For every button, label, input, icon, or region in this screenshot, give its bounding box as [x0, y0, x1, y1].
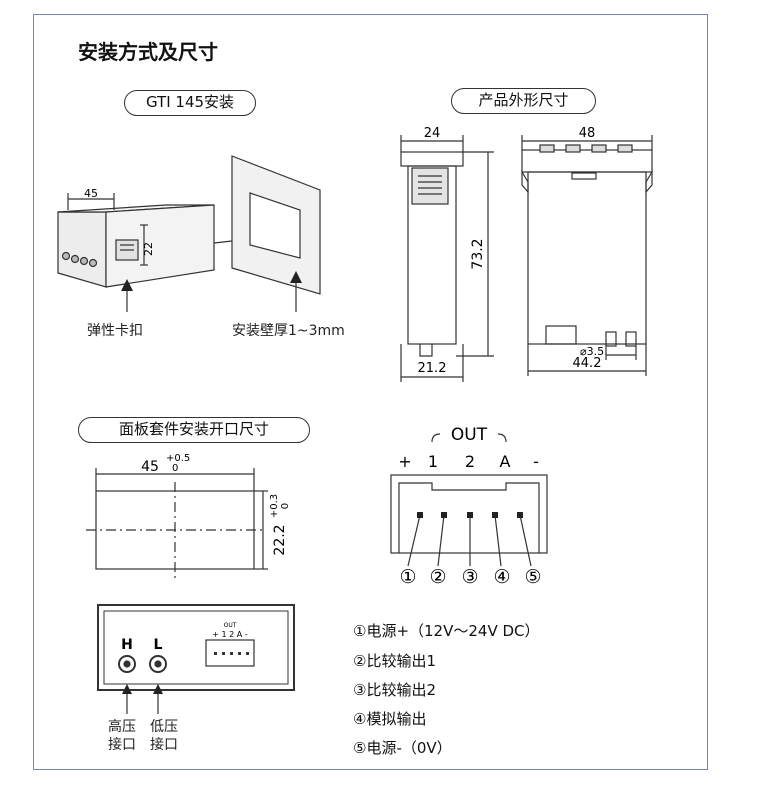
- connector-pin-label-3: 2: [465, 452, 475, 471]
- panel-mini-out: OUT: [224, 622, 237, 629]
- legend-item-5: ⑤电源-（0V）: [353, 739, 452, 757]
- outline-dim-diameter: ⌀3.5: [580, 345, 604, 358]
- gti-dim-width: 45: [84, 187, 98, 200]
- panel-label-high-line1: 高压: [108, 719, 136, 735]
- connector-pin-number-2: ②: [429, 566, 446, 588]
- cutout-tol-height-top: +0.3: [269, 494, 280, 518]
- connector-drawing: [390, 433, 548, 567]
- panel-label-l: L: [154, 637, 163, 653]
- connector-pin-number-1: ①: [399, 566, 416, 588]
- outline-dim-front-width: 48: [579, 126, 596, 141]
- connector-pin-label-2: 1: [428, 452, 438, 471]
- gti-device-drawing: [57, 193, 233, 312]
- connector-pin-label-1: +: [398, 452, 411, 471]
- panel-front-drawing: [97, 604, 295, 714]
- panel-label-high-line2: 接口: [108, 737, 136, 753]
- cutout-dim-height: 22.2: [272, 524, 288, 555]
- panel-label-low-line1: 低压: [150, 719, 178, 735]
- connector-pin-number-4: ④: [493, 566, 510, 588]
- mounting-wall-drawing: [231, 155, 321, 312]
- gti-label-clip: 弹性卡扣: [87, 323, 143, 339]
- legend-item-1: ①电源+（12V～24V DC）: [353, 622, 540, 640]
- page-frame: [33, 14, 708, 770]
- cutout-drawing: [86, 468, 268, 582]
- gti-dim-height: 22: [142, 242, 155, 256]
- panel-mini-pins: + 1 2 A -: [212, 630, 248, 639]
- legend-item-2: ②比较输出1: [353, 652, 436, 670]
- connector-pin-number-5: ⑤: [524, 566, 541, 588]
- panel-label-low-line2: 接口: [150, 737, 178, 753]
- section-label-panel: 面板套件安装开口尺寸: [78, 417, 310, 443]
- cutout-tol-width-bottom: 0: [172, 463, 178, 474]
- section-label-gti: GTI 145安装: [124, 90, 256, 116]
- legend-item-3: ③比较输出2: [353, 681, 436, 699]
- panel-label-h: H: [121, 637, 133, 653]
- connector-pin-label-4: A: [500, 452, 511, 471]
- connector-pin-number-3: ③: [461, 566, 478, 588]
- outline-dim-side-width: 24: [424, 126, 441, 141]
- outline-side-view: [400, 135, 494, 382]
- page-title: 安装方式及尺寸: [78, 40, 218, 64]
- cutout-dim-width: 45: [141, 459, 159, 475]
- legend-item-4: ④模拟输出: [353, 710, 427, 728]
- outline-front-view: [521, 135, 653, 376]
- connector-out-label: OUT: [451, 425, 488, 445]
- connector-pin-label-5: -: [533, 452, 539, 471]
- outline-dim-bottom-front: 44.2: [573, 356, 602, 371]
- cutout-tol-height-bottom: 0: [280, 503, 291, 509]
- section-label-outline: 产品外形尺寸: [451, 88, 596, 114]
- connector-pin-1: [417, 512, 423, 518]
- outline-dim-height: 73.2: [470, 238, 486, 269]
- outline-dim-bottom-side: 21.2: [418, 361, 447, 376]
- connector-pin-4: [492, 512, 498, 518]
- connector-pin-2: [441, 512, 447, 518]
- cutout-tol-width-top: +0.5: [166, 453, 190, 464]
- connector-pin-5: [517, 512, 523, 518]
- connector-pin-3: [467, 512, 473, 518]
- gti-label-wall: 安装壁厚1~3mm: [232, 323, 345, 339]
